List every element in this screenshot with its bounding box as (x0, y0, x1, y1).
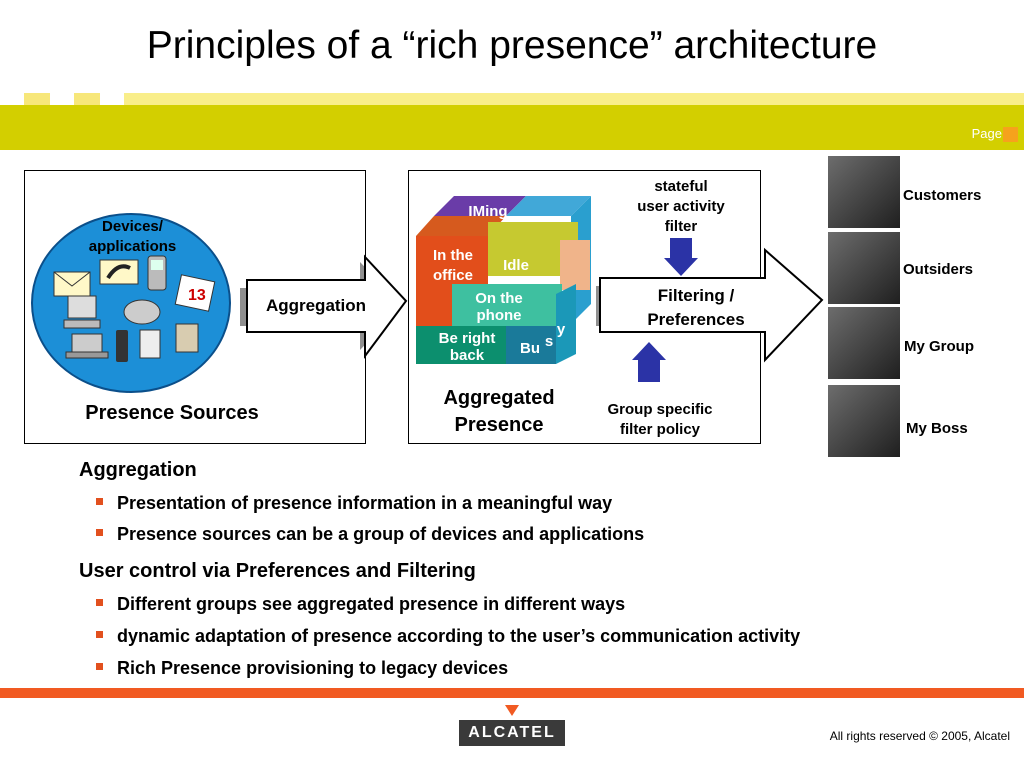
header-band-light (124, 93, 1024, 105)
server-icon (175, 323, 199, 353)
cube-label-idle: Idle (503, 257, 529, 274)
bullet-item: Different groups see aggregated presence… (96, 594, 625, 615)
section-heading: User control via Preferences and Filteri… (79, 560, 476, 582)
down-arrow-icon (664, 238, 698, 276)
group-my-group: My Group (904, 338, 974, 355)
mobile-phone-icon (147, 255, 167, 291)
cube-label-busy-c: y (556, 321, 566, 338)
devices-circle: 13 (31, 213, 231, 393)
logo-triangle-icon (505, 705, 519, 716)
presence-cube (416, 196, 591, 364)
bullet-item: Presentation of presence information in … (96, 493, 612, 514)
phone-icon (99, 259, 139, 285)
group-policy-label: Group specific filter policy (607, 401, 713, 438)
cube-label-office: In the office (432, 247, 473, 284)
cube-label-iming: IMing (468, 203, 508, 220)
cube-label-back: Be right back (438, 330, 496, 364)
bullet-item: Rich Presence provisioning to legacy dev… (96, 658, 508, 679)
up-arrow-icon (632, 342, 666, 382)
laptop-icon (65, 333, 109, 359)
group-outsiders: Outsiders (903, 261, 974, 278)
presence-sources-caption: Presence Sources (85, 402, 259, 424)
group-my-boss: My Boss (906, 420, 968, 437)
customers-photo (828, 156, 900, 228)
envelope-icon (53, 271, 91, 297)
pda-icon (139, 329, 161, 359)
filtering-arrow (596, 247, 824, 363)
calendar-icon: 13 (174, 274, 216, 312)
group-customers: Customers (903, 187, 982, 204)
stateful-filter-label: stateful user activity filter (637, 178, 725, 235)
svg-text:13: 13 (188, 287, 206, 304)
filtering-label: Filtering / Preferences (647, 286, 745, 329)
aggregation-arrow (240, 254, 408, 360)
cube-label-phone: On the phone (475, 290, 523, 324)
page-label: Page (971, 126, 1002, 141)
header-band (0, 105, 1024, 150)
bullet-item: dynamic adaptation of presence according… (96, 626, 800, 647)
my-boss-photo (828, 385, 900, 457)
slide-title: Principles of a “rich presence” architec… (146, 24, 878, 67)
aggregated-presence-caption: Aggregated Presence (443, 387, 555, 436)
outsiders-photo (828, 232, 900, 304)
page-number-box (1003, 127, 1018, 142)
cellphone-icon (116, 330, 128, 362)
my-group-photo (828, 307, 900, 379)
cube-label-busy-a: Bu (520, 340, 540, 357)
footer-line (0, 688, 1024, 698)
computer-icon (63, 295, 101, 329)
copyright: All rights reserved © 2005, Alcatel (829, 729, 1010, 743)
cube-label-busy-b: s (544, 333, 554, 350)
section-heading: Aggregation (79, 459, 197, 481)
devices-label: Devices/ applications (88, 218, 177, 255)
desk-phone-icon (123, 299, 161, 325)
bullet-item: Presence sources can be a group of devic… (96, 524, 644, 545)
aggregation-label: Aggregation (265, 296, 367, 315)
alcatel-logo: ALCATEL (459, 720, 565, 746)
